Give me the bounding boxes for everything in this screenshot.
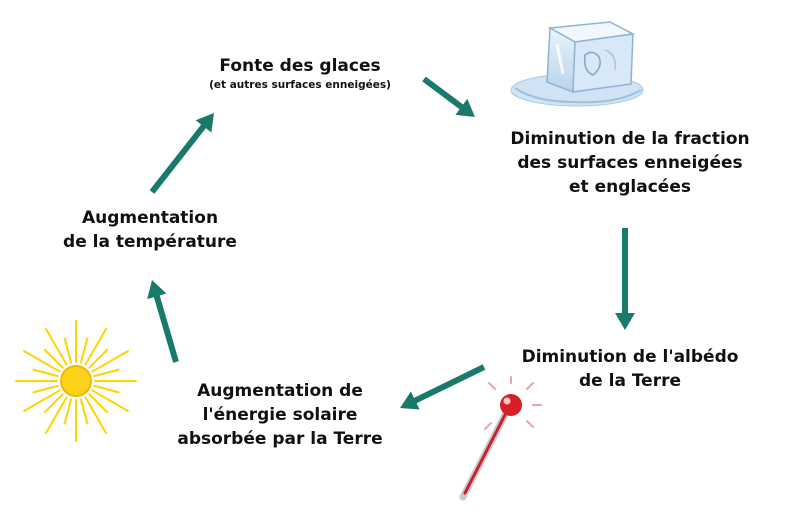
node-line: des surfaces enneigées [517,153,743,173]
node-line: Diminution de l'albédo [521,347,739,367]
node-title: Fonte des glaces [219,56,381,76]
arrow-temperature-to-fonte [149,113,214,194]
node-augmentation-temperature: Augmentation de la température [30,206,270,254]
node-line: et englacées [569,177,691,197]
node-subtitle: (et autres surfaces enneigées) [209,79,391,91]
node-diminution-albedo: Diminution de l'albédo de la Terre [480,345,780,393]
node-line: Diminution de la fraction [510,129,750,149]
sun-icon [15,320,137,442]
ice-cube-icon [510,21,644,107]
node-line: Augmentation [81,208,219,228]
node-line: Augmentation de [197,381,363,401]
node-diminution-fraction: Diminution de la fraction des surfaces e… [470,127,790,199]
node-augmentation-energie: Augmentation de l'énergie solaire absorb… [165,379,395,451]
node-line: de la température [63,232,237,252]
node-line: de la Terre [579,371,681,391]
arrow-albedo-to-energie [400,364,486,410]
thermometer-icon [459,376,542,501]
node-fonte-des-glaces: Fonte des glaces (et autres surfaces enn… [170,54,430,92]
arrow-energie-to-temperature [147,280,179,363]
arrow-fraction-to-albedo [615,228,635,330]
node-line: absorbée par la Terre [177,429,383,449]
arrow-fonte-to-diminution-fraction [422,76,475,117]
node-line: l'énergie solaire [202,405,358,425]
